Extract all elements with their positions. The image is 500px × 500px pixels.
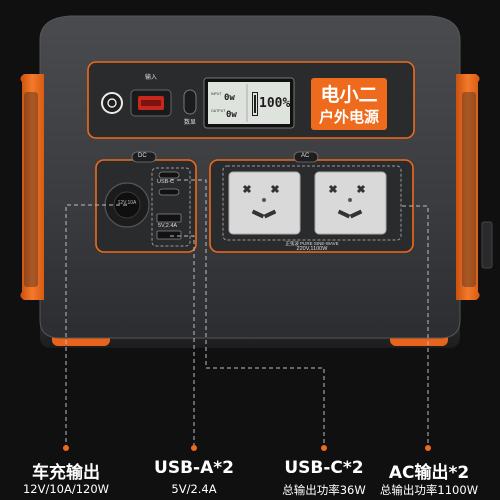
feature-title-usb-a: USB-A*2: [154, 458, 234, 478]
ac-outlet-2: [314, 171, 387, 235]
lcd-top-value: 0w: [224, 93, 235, 103]
brand-name: 电小二: [320, 84, 378, 106]
usba-port-2: [156, 230, 182, 240]
dc-tag-label: DC: [138, 153, 147, 159]
callout-lines: [65, 179, 429, 446]
right-handle: [456, 74, 480, 300]
display-button: [183, 89, 197, 115]
usba-port-1: [156, 213, 182, 223]
left-handle: [20, 74, 44, 300]
feature-subtitle-usb-a: 5V/2.4A: [171, 482, 217, 496]
feature-subtitle-usb-c: 总输出功率36W: [282, 483, 366, 497]
feature-subtitle-car-output: 12V/10A/120W: [22, 482, 110, 496]
display-button-label: 数显: [183, 120, 196, 126]
ac-panel-line2: 220V,1100W: [296, 246, 328, 252]
feature-title-car-output: 车充输出: [32, 463, 100, 483]
lcd-battery-percent: 100%: [259, 96, 291, 111]
usba-label: 5V,2.4A: [158, 223, 178, 229]
car-port-text: 12V,10A: [117, 200, 137, 206]
lcd-bottom-value: 0w: [226, 110, 237, 120]
brand-plate: [311, 78, 387, 130]
usbc-port-2: [158, 188, 180, 196]
power-button: [101, 92, 123, 114]
ac-panel-line1: 正弦波 PURE SINE-WAVE: [285, 241, 339, 246]
ac-tag-label: AC: [301, 153, 310, 159]
feature-title-usb-c: USB-C*2: [284, 458, 364, 478]
input-label: 输入: [144, 75, 157, 81]
feature-subtitle-ac-output: 总输出功率1100W: [379, 483, 479, 497]
ac-outlet-1: [228, 171, 301, 235]
brand-subtitle: 户外电源: [318, 108, 379, 126]
dc-tag: [131, 151, 157, 163]
callout-dots: [63, 445, 431, 451]
ac-tag: [293, 151, 319, 163]
lcd-input-tag: INPUT: [211, 92, 222, 96]
lcd-output-tag: OUTPUT: [211, 109, 226, 113]
usbc-port-1: [158, 171, 180, 179]
usbc-label: USB-C: [157, 179, 175, 185]
feature-title-ac-output: AC输出*2: [388, 463, 470, 483]
usb-group-frame: [151, 167, 191, 247]
